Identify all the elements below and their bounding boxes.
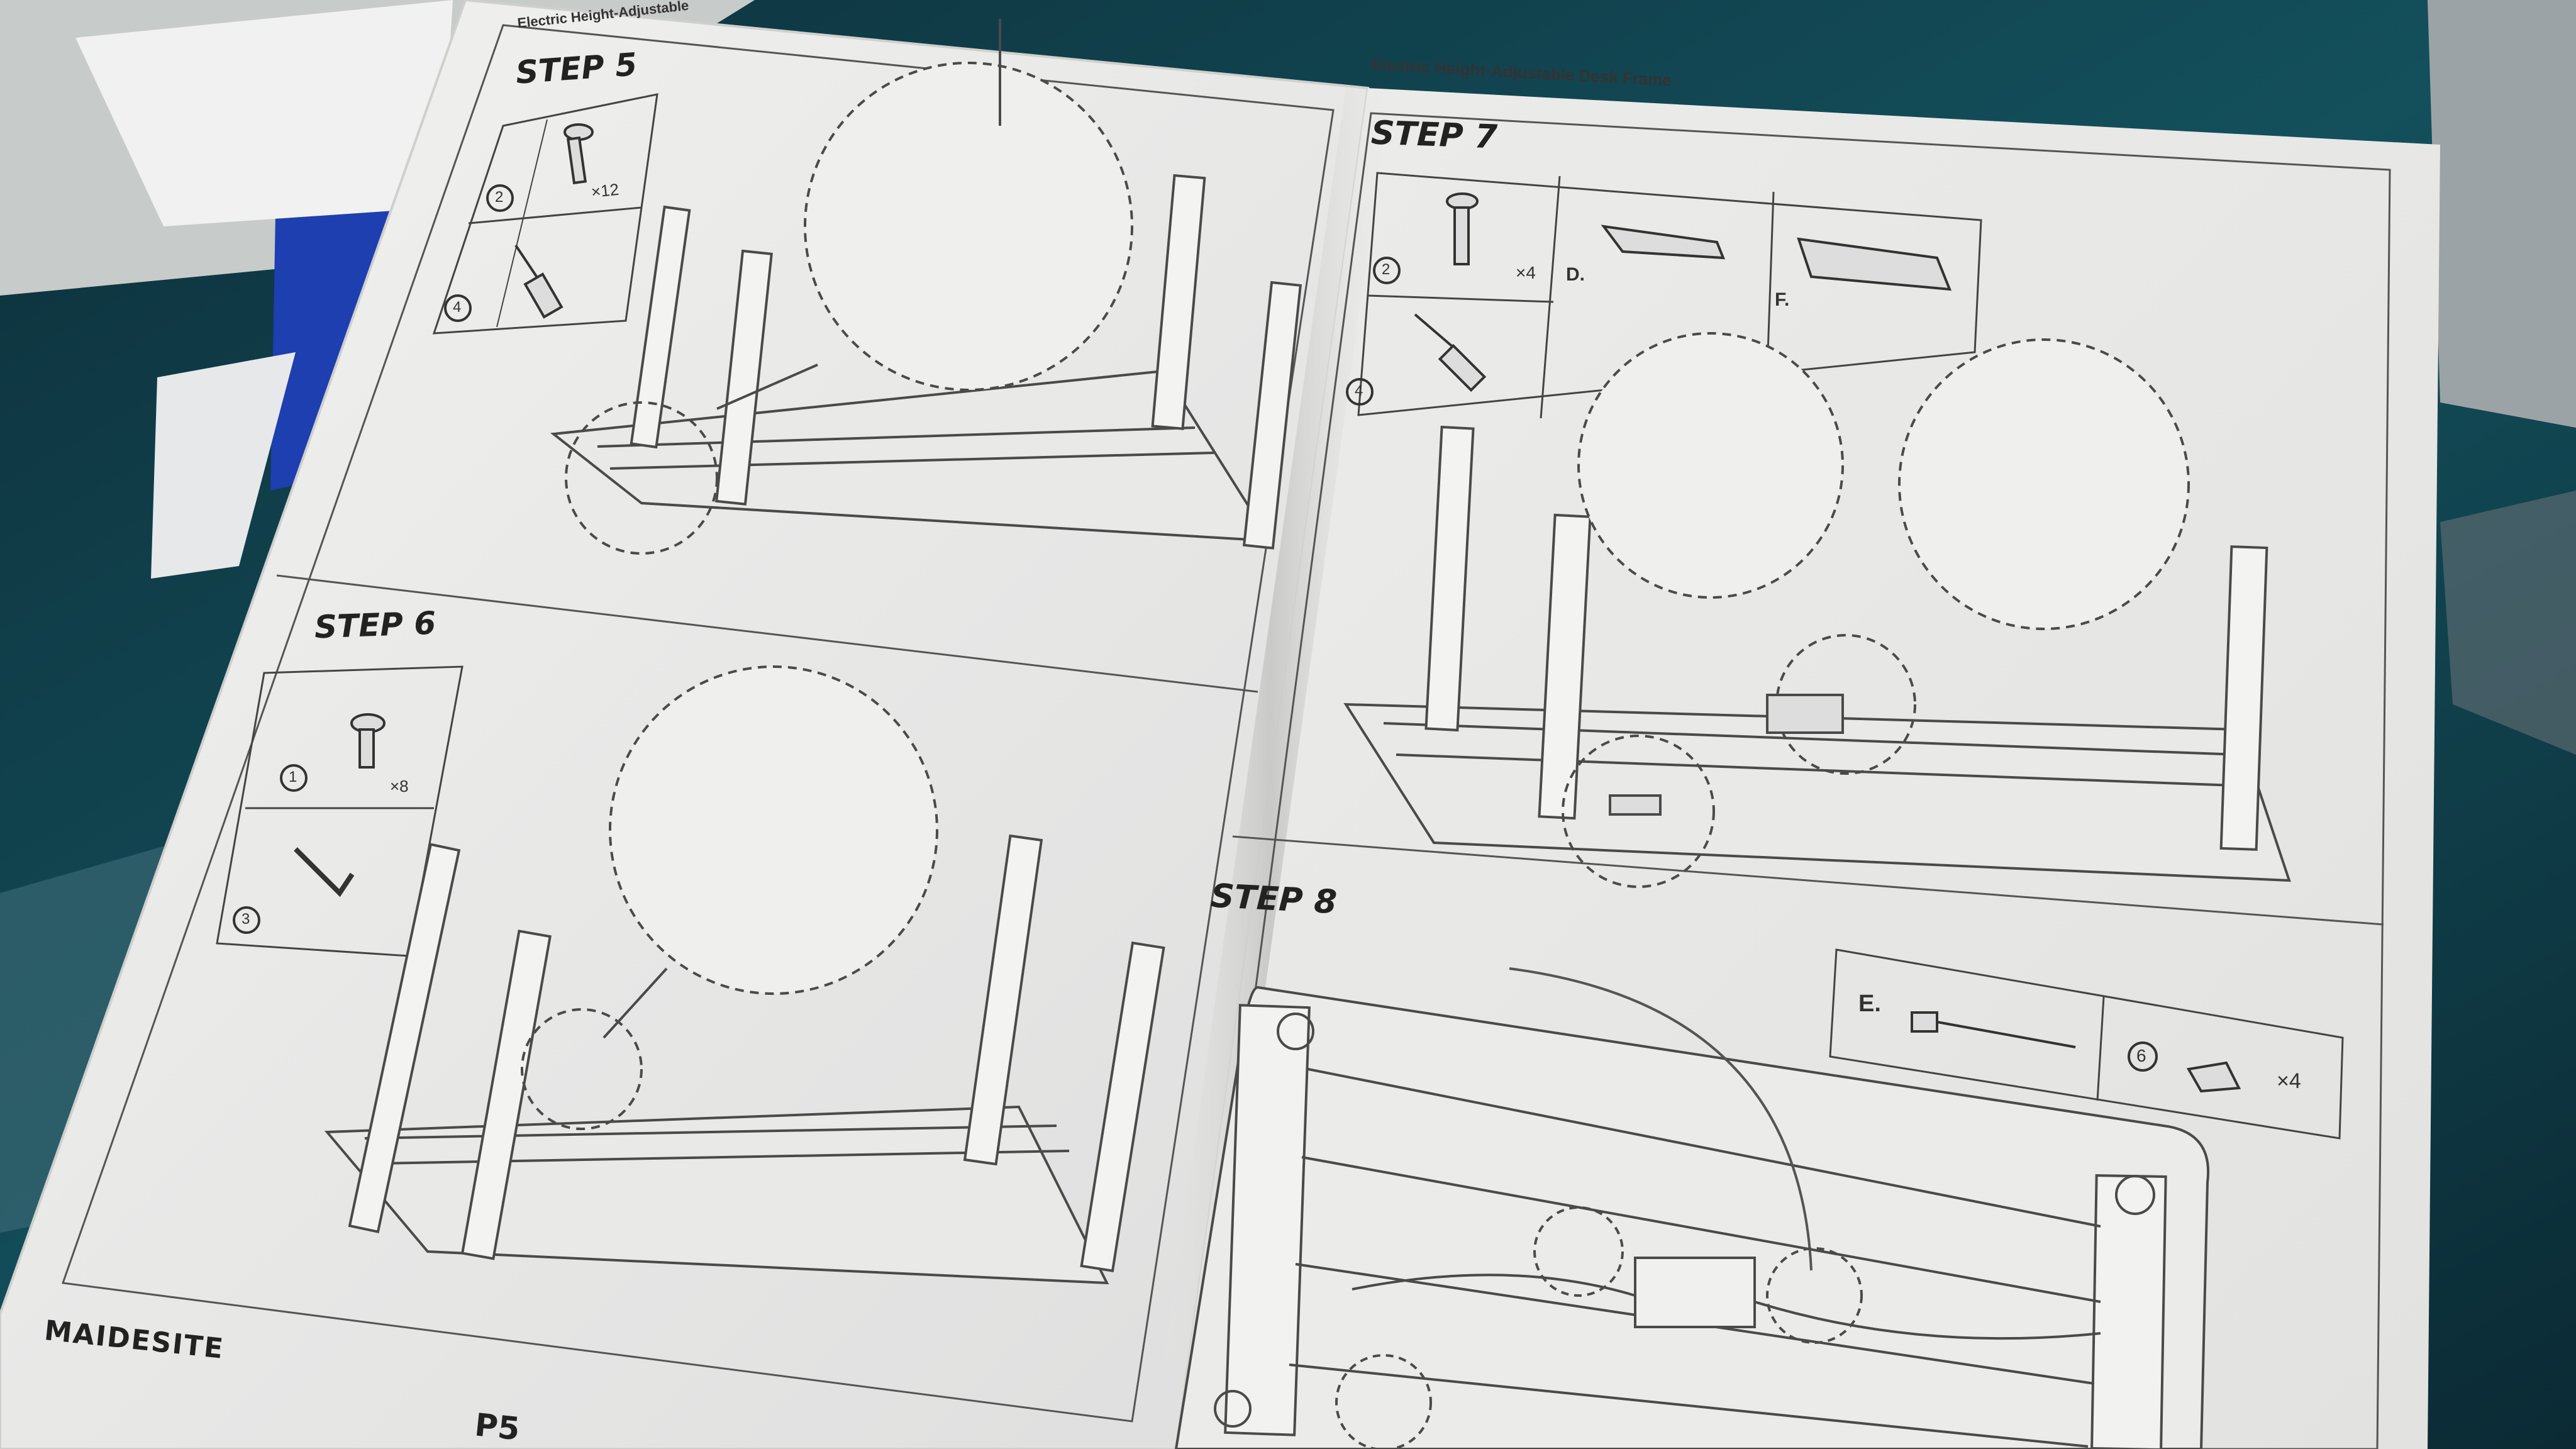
step7-parts-panel xyxy=(1357,172,1982,416)
step8-desk-frame-illustration xyxy=(1174,967,2210,1449)
step8-title: STEP 8 xyxy=(1209,877,1338,922)
step8-divider xyxy=(2096,996,2105,1101)
step6-allen-key-icon xyxy=(294,847,355,897)
step7-part-3-letter: F. xyxy=(1775,289,1790,310)
step5-screw-icon xyxy=(564,123,594,185)
badge-circles xyxy=(233,184,2158,1072)
step7-desk-frame-illustration xyxy=(1343,332,2291,888)
step8-power-cable-icon xyxy=(1911,1011,2076,1048)
step7-divider-b xyxy=(1766,191,1775,372)
step7-screwdriver-icon xyxy=(1414,313,1487,392)
step7-part-1-badge: 2 xyxy=(1382,261,1391,278)
step7-control-box-icon xyxy=(1797,237,1952,291)
left-page-frame xyxy=(61,24,1335,1423)
step5-screwdriver-icon xyxy=(514,244,564,319)
step6-bolt-icon xyxy=(350,713,386,769)
step8-parts-panel xyxy=(1829,948,2344,1140)
step5-part-2-badge: 4 xyxy=(453,299,462,316)
step5-part-1-qty: ×12 xyxy=(590,179,620,202)
step6-desk-frame-illustration xyxy=(324,665,1165,1285)
step8-part-1-letter: E. xyxy=(1858,991,1881,1017)
step7-divider-a xyxy=(1540,175,1561,419)
step5-desk-frame-illustration xyxy=(550,19,1302,555)
step7-part-1-qty: ×4 xyxy=(1516,263,1536,282)
white-paper-top xyxy=(75,0,453,226)
step5-part-1-badge: 2 xyxy=(495,189,504,206)
step6-part-1-qty: ×8 xyxy=(390,777,409,796)
metal-stand-right xyxy=(2440,491,2576,755)
step7-part-2-letter: D. xyxy=(1566,264,1585,285)
step8-part-2-badge: 6 xyxy=(2136,1046,2146,1065)
step7-title: STEP 7 xyxy=(1370,114,1498,157)
step7-bracket-icon xyxy=(1601,225,1726,260)
step7-divider-c xyxy=(1367,294,1554,303)
step6-part-1-badge: 1 xyxy=(289,769,297,786)
step6-title: STEP 6 xyxy=(314,604,437,646)
page-number: P5 xyxy=(473,1406,522,1448)
step6-part-2-badge: 3 xyxy=(242,911,250,928)
step8-part-2-qty: ×4 xyxy=(2277,1069,2301,1093)
step8-cable-clip-icon xyxy=(2186,1061,2241,1093)
monitor-stand xyxy=(2201,0,2576,428)
step7-screw-icon xyxy=(1446,192,1479,265)
left-page-divider xyxy=(276,574,1258,693)
white-envelope xyxy=(151,352,296,579)
step5-parts-divider xyxy=(468,206,642,225)
step5-parts-panel xyxy=(432,93,658,335)
right-page-divider xyxy=(1232,835,2384,926)
step7-part-4-badge: 4 xyxy=(1355,382,1363,399)
step5-parts-split xyxy=(496,119,548,328)
